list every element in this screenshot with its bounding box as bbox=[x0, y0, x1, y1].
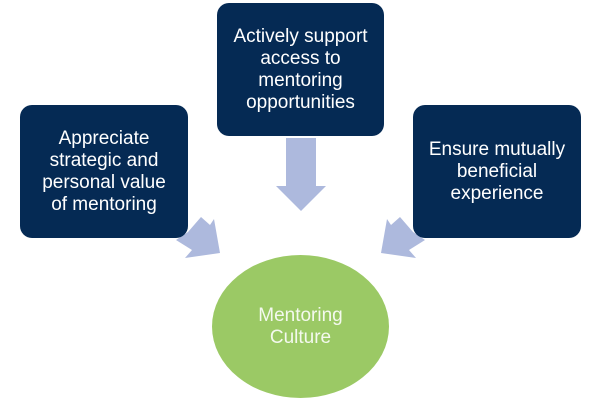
box-mutually-beneficial: Ensure mutually beneficial experience bbox=[413, 105, 581, 238]
arrow-left-to-center bbox=[176, 217, 220, 258]
box-label: Ensure mutually beneficial experience bbox=[428, 138, 566, 204]
box-label: Appreciate strategic and personal value … bbox=[42, 127, 166, 215]
box-appreciate-value: Appreciate strategic and personal value … bbox=[20, 105, 188, 238]
center-circle-mentoring-culture: Mentoring Culture bbox=[212, 255, 389, 398]
arrow-right-to-center bbox=[381, 217, 425, 258]
arrow-top-to-center bbox=[276, 138, 326, 211]
center-label: Mentoring Culture bbox=[258, 304, 343, 348]
box-support-access: Actively support access to mentoring opp… bbox=[217, 3, 384, 136]
box-label: Actively support access to mentoring opp… bbox=[233, 25, 368, 113]
